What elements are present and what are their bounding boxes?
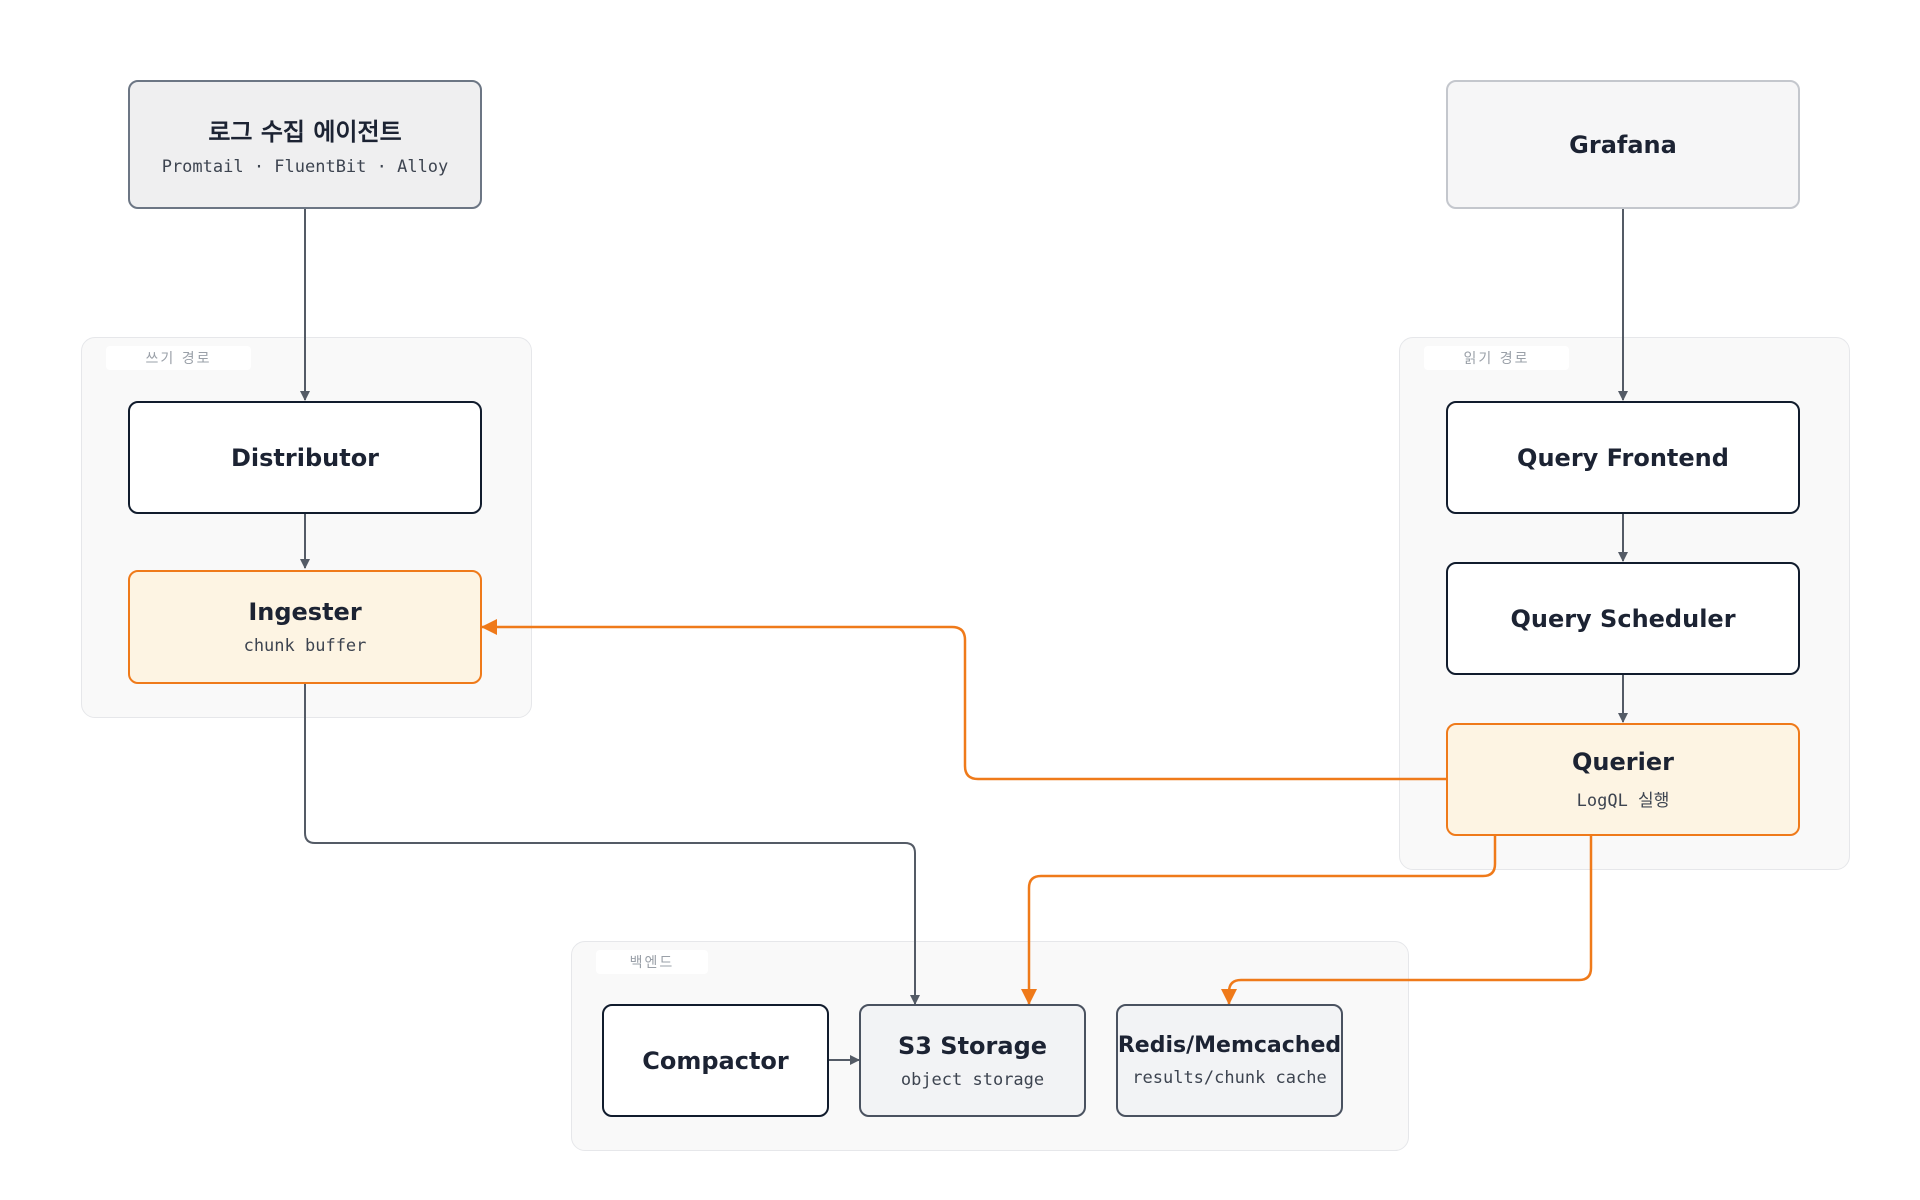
- cache-subtitle: results/chunk cache: [1132, 1068, 1327, 1088]
- compactor-node: Compactor: [602, 1004, 829, 1117]
- log-agent-title: 로그 수집 에이전트: [208, 118, 402, 146]
- read-path-label: 읽기 경로: [1424, 346, 1569, 370]
- querier-subtitle: LogQL 실행: [1576, 791, 1670, 811]
- edge-ingester-s3: [304, 684, 920, 1005]
- distributor-title: Distributor: [230, 443, 380, 472]
- log-agent-subtitle: Promtail · FluentBit · Alloy: [161, 157, 449, 177]
- ingester-subtitle: chunk buffer: [243, 636, 367, 656]
- compactor-title: Compactor: [642, 1046, 789, 1075]
- log-agent-node: 로그 수집 에이전트 Promtail · FluentBit · Alloy: [128, 80, 482, 209]
- query-scheduler-title: Query Scheduler: [1510, 604, 1736, 633]
- s3-storage-title: S3 Storage: [897, 1031, 1048, 1060]
- querier-node: Querier LogQL 실행: [1446, 723, 1800, 836]
- backend-label: 백엔드: [596, 950, 708, 974]
- distributor-node: Distributor: [128, 401, 482, 514]
- edge-querier-ingester: [481, 619, 1446, 781]
- grafana-node: Grafana: [1446, 80, 1800, 209]
- write-path-label: 쓰기 경로: [106, 346, 251, 370]
- querier-title: Querier: [1572, 748, 1674, 776]
- query-frontend-title: Query Frontend: [1517, 443, 1729, 472]
- query-frontend-node: Query Frontend: [1446, 401, 1800, 514]
- edge-querier-s3: [1021, 836, 1497, 1005]
- ingester-title: Ingester: [248, 598, 362, 626]
- query-scheduler-node: Query Scheduler: [1446, 562, 1800, 675]
- s3-storage-subtitle: object storage: [900, 1069, 1045, 1090]
- cache-node: Redis/Memcached results/chunk cache: [1116, 1004, 1343, 1117]
- edge-querier-cache: [1221, 836, 1593, 1005]
- s3-storage-node: S3 Storage object storage: [859, 1004, 1086, 1117]
- ingester-node: Ingester chunk buffer: [128, 570, 482, 684]
- cache-title: Redis/Memcached: [1117, 1033, 1342, 1058]
- grafana-title: Grafana: [1569, 130, 1677, 159]
